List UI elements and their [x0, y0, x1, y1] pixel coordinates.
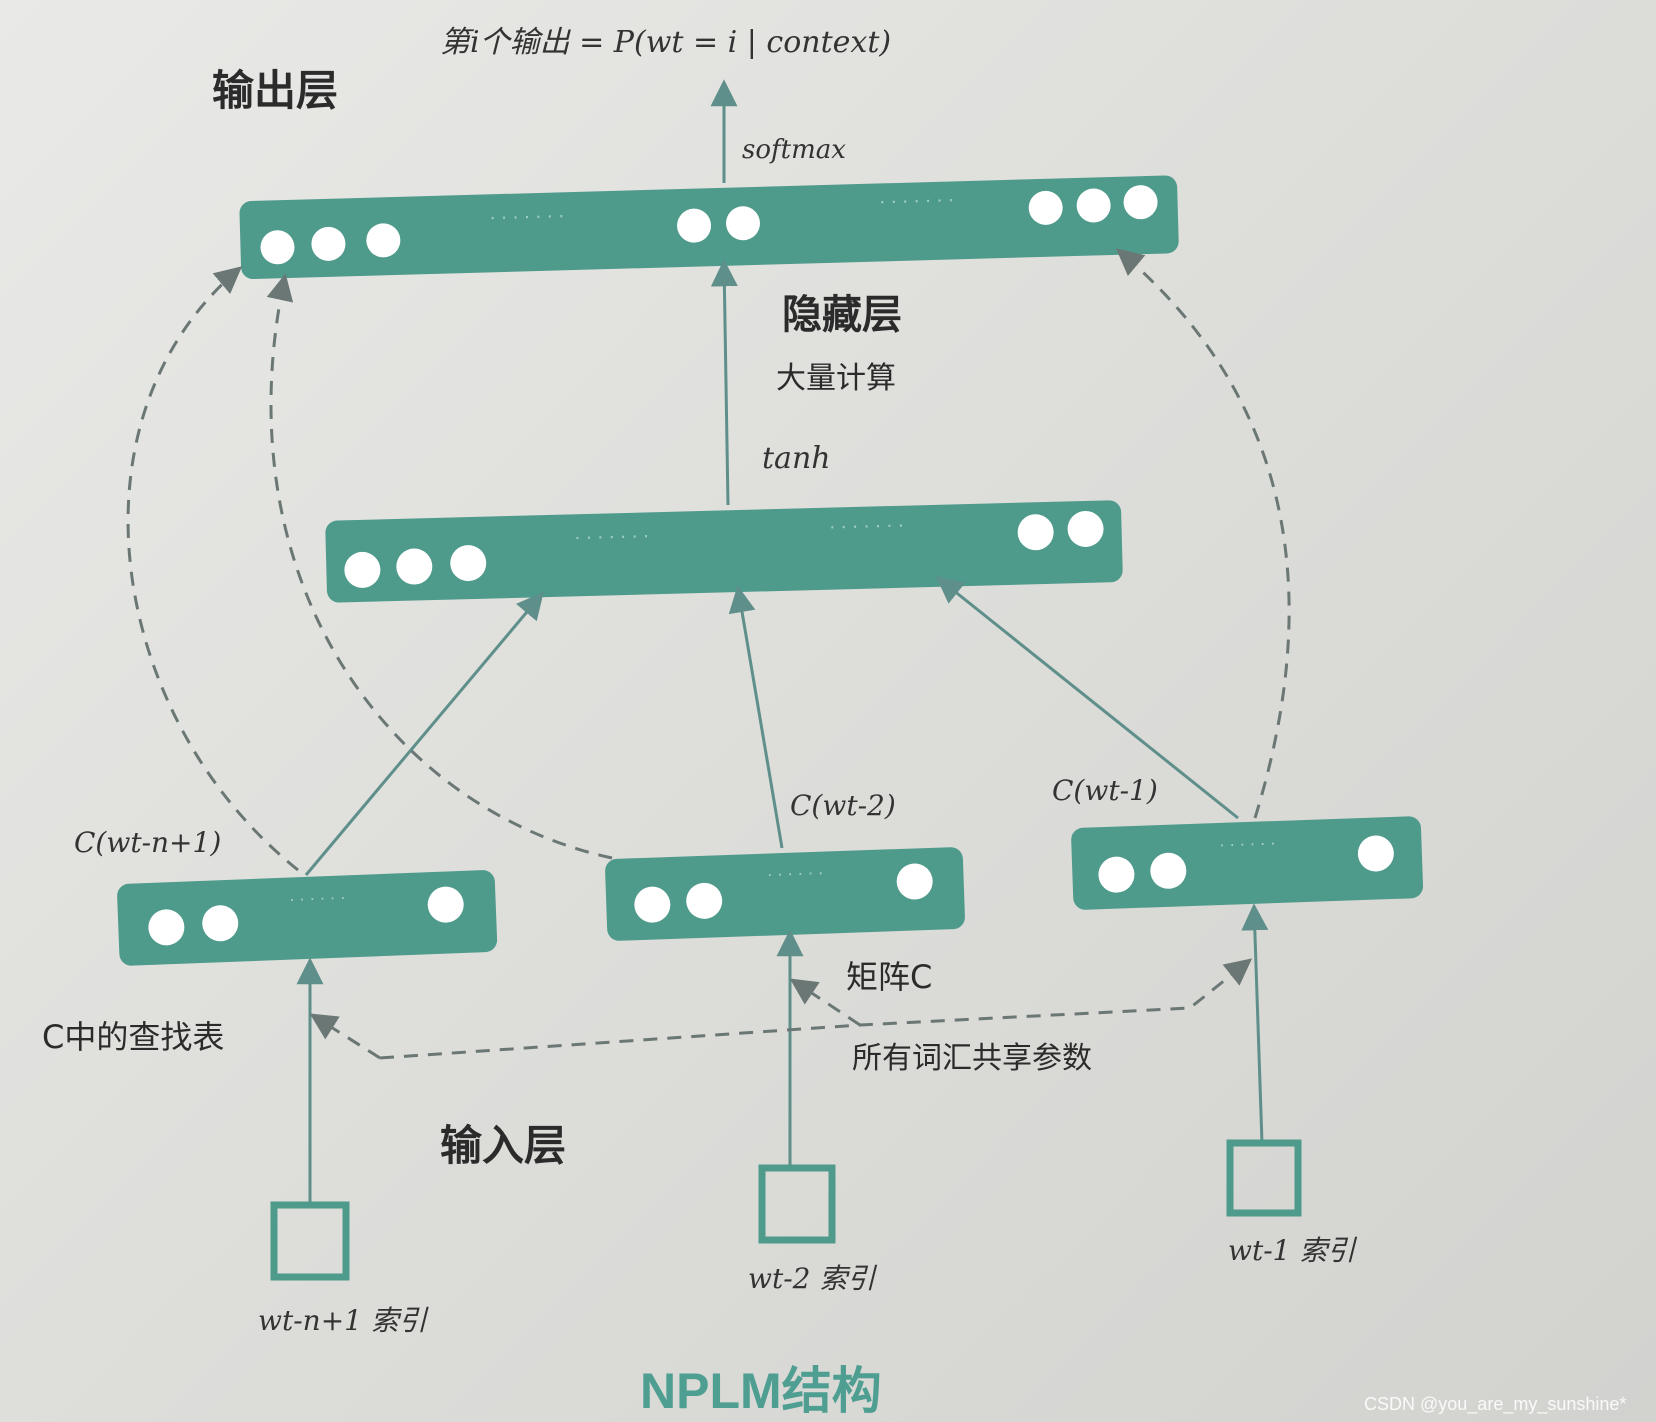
middle-embedding-bar: · · · · · · — [605, 847, 965, 941]
neuron-node — [450, 545, 487, 582]
input-layer-label: 输入层 — [440, 1121, 566, 1170]
neuron-node — [202, 905, 239, 942]
right-embedding-label: C(wt-1) — [1052, 774, 1158, 807]
hidden-layer-label: 隐藏层 — [782, 292, 902, 338]
right-index-box — [1226, 1139, 1302, 1217]
ellipsis: · · · · · · — [1219, 834, 1276, 855]
ellipsis: · · · · · · · — [829, 516, 904, 539]
neuron-node — [726, 206, 761, 241]
lookup-table-label: C中的查找表 — [42, 1018, 224, 1056]
matrix-c-label: 矩阵C — [846, 958, 932, 996]
figure-title: NPLM结构 — [640, 1363, 882, 1419]
neuron-node — [1123, 185, 1158, 220]
csdn-watermark: CSDN @you_are_my_sunshine* — [1364, 1394, 1626, 1415]
neuron-node — [148, 909, 185, 946]
ellipsis: · · · · · · · — [879, 190, 954, 213]
hidden-to-output-arrow — [710, 259, 738, 506]
hidden-layer-note: 大量计算 — [776, 361, 896, 396]
neuron-node — [311, 226, 346, 261]
left-embedding-label: C(wt-n+1) — [74, 826, 221, 859]
output-layer-bar: · · · · · · · · · · · · · · — [239, 175, 1179, 279]
neuron-node — [1067, 510, 1104, 547]
neuron-node — [1150, 852, 1187, 889]
neuron-node — [1017, 514, 1054, 551]
shared-params-left-line — [309, 1013, 381, 1060]
neuron-node — [686, 882, 723, 919]
hidden-layer-bar: · · · · · · · · · · · · · · — [325, 500, 1123, 603]
shared-params-right-line — [379, 958, 1253, 1060]
right-skip-connection — [1115, 248, 1291, 819]
left-skip-connection — [126, 266, 299, 872]
neuron-node — [1357, 835, 1394, 872]
ellipsis: · · · · · · · — [489, 206, 564, 229]
middle-index-label: wt-2 索引 — [748, 1262, 877, 1295]
output-formula: 第i个输出 = P(wt = i | context) — [440, 25, 891, 60]
middle-embedding-to-hidden-arrow — [728, 585, 784, 849]
neuron-node — [344, 551, 381, 588]
output-layer-label: 输出层 — [212, 66, 338, 115]
shared-params-middle-line — [789, 978, 861, 1027]
right-embedding-bar: · · · · · · — [1071, 816, 1424, 910]
ellipsis: · · · · · · — [289, 888, 346, 909]
right-embedding-to-hidden-arrow — [935, 576, 1239, 820]
right-index-arrow — [1241, 903, 1269, 1144]
neuron-node — [677, 208, 712, 243]
neuron-node — [427, 886, 464, 923]
left-index-label: wt-n+1 索引 — [258, 1304, 429, 1337]
softmax-label: softmax — [742, 135, 846, 165]
left-embedding-bar: · · · · · · — [117, 870, 498, 966]
middle-skip-connection — [266, 273, 613, 860]
right-index-label: wt-1 索引 — [1228, 1234, 1357, 1267]
middle-index-box — [758, 1164, 836, 1244]
tanh-label: tanh — [762, 441, 831, 476]
neuron-node — [1076, 188, 1111, 223]
left-index-box — [270, 1201, 350, 1281]
neuron-node — [260, 230, 295, 265]
neuron-node — [1098, 856, 1135, 893]
neuron-node — [366, 223, 401, 258]
left-embedding-to-hidden-arrow — [304, 591, 544, 876]
ellipsis: · · · · · · — [767, 864, 824, 885]
middle-embedding-label: C(wt-2) — [790, 789, 896, 822]
neuron-node — [634, 886, 671, 923]
shared-params-label: 所有词汇共享参数 — [852, 1041, 1092, 1076]
ellipsis: · · · · · · · — [574, 526, 649, 549]
neuron-node — [1028, 190, 1063, 225]
neuron-node — [896, 863, 933, 900]
neuron-node — [396, 548, 433, 585]
